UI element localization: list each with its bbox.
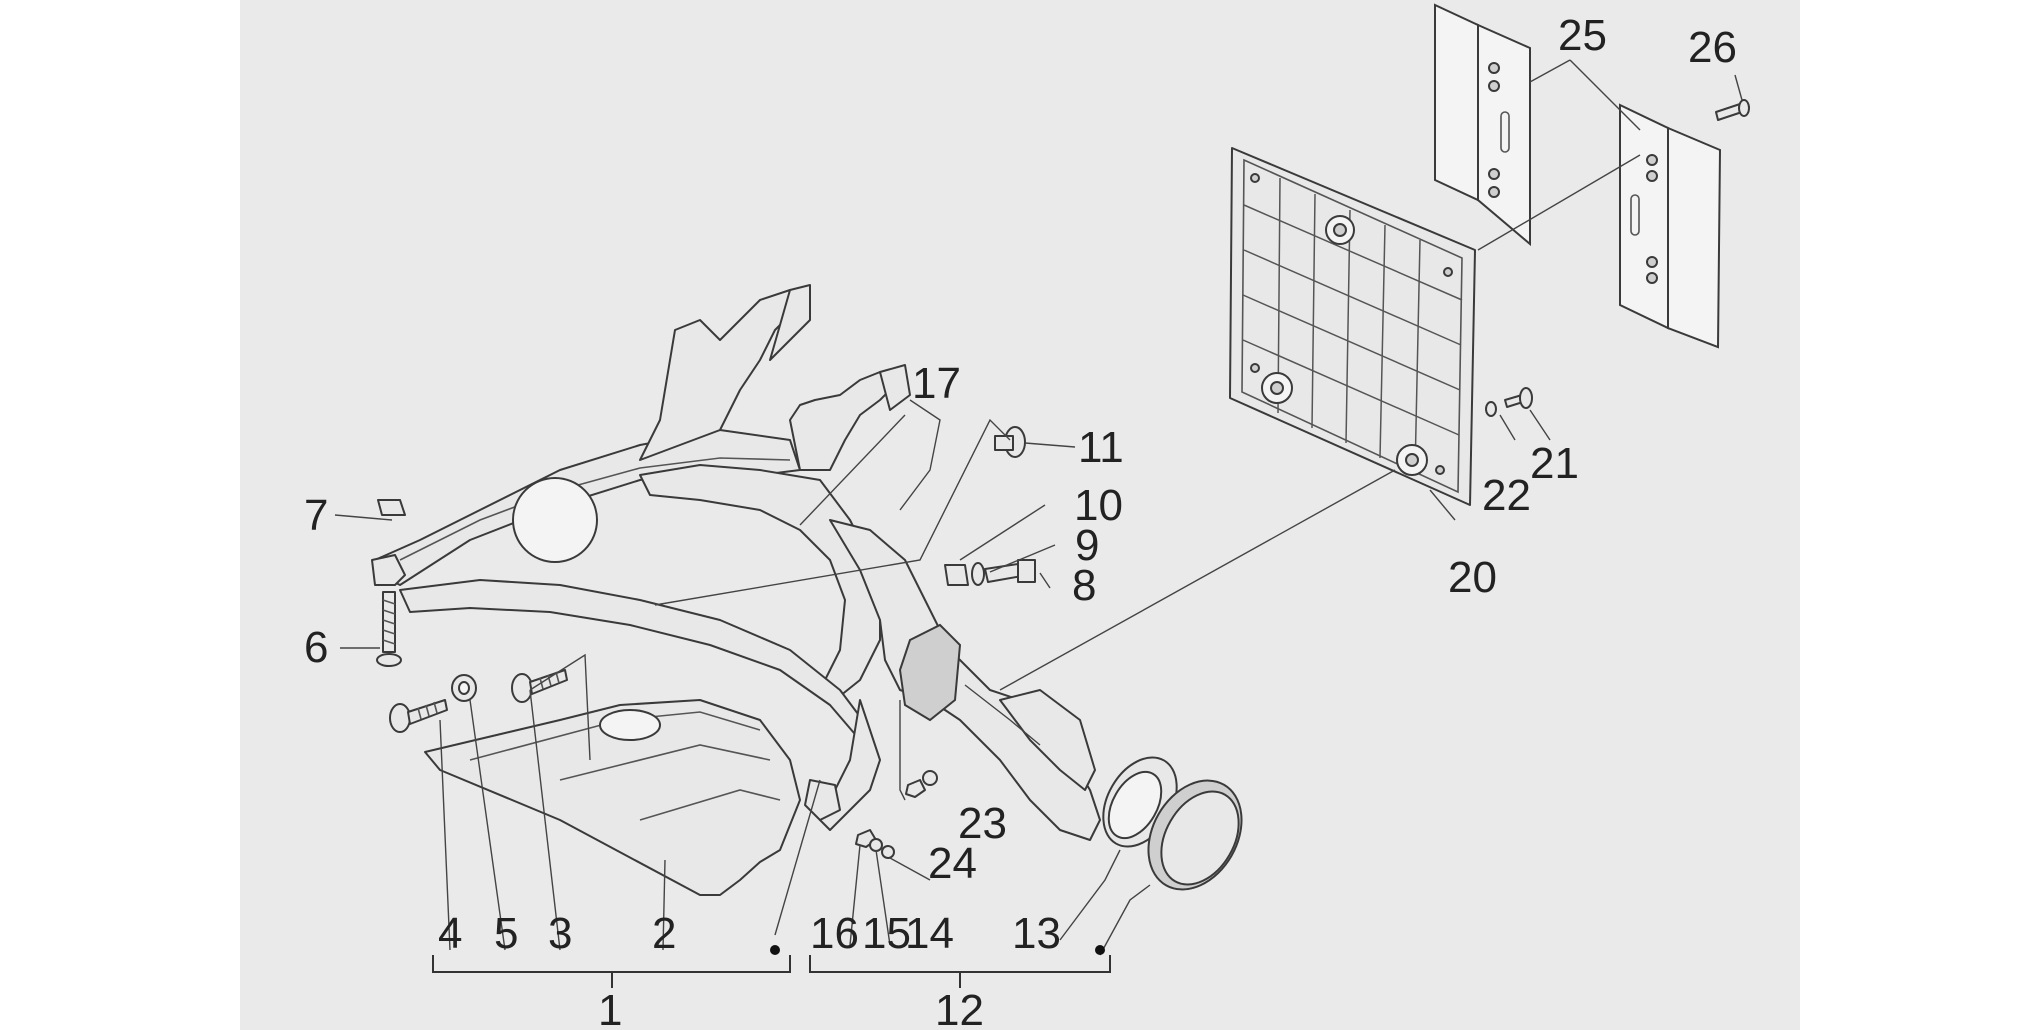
plate-bracket-25-right-part: [1619, 103, 1722, 349]
callout-label-26: 26: [1688, 23, 1737, 72]
callout-label-21: 21: [1530, 439, 1579, 488]
callout-label-6: 6: [304, 623, 328, 672]
washer-22-part: [1485, 401, 1497, 417]
callout-label-17: 17: [912, 359, 961, 408]
screw-26-part: [1715, 99, 1750, 121]
assembly-marker-dot: [1095, 945, 1105, 955]
callout-label-25: 25: [1558, 11, 1607, 60]
assembly-bracket-12: [809, 955, 1111, 988]
callout-label-7: 7: [304, 491, 328, 540]
reflector-lens-part: [1147, 779, 1243, 891]
callout-label-1: 1: [598, 986, 622, 1030]
screw-3-part: [511, 669, 568, 703]
callout-label-14: 14: [905, 909, 954, 958]
callout-label-9: 9: [1075, 521, 1099, 570]
callout-label-23: 23: [958, 799, 1007, 848]
callout-label-11: 11: [1078, 423, 1124, 472]
callout-label-10: 10: [1074, 481, 1123, 530]
callout-label-2: 2: [652, 909, 676, 958]
callout-label-5: 5: [494, 909, 518, 958]
washer-5-part: [451, 674, 477, 702]
screw-6-part: [376, 591, 402, 667]
callout-label-20: 20: [1448, 553, 1497, 602]
washer-15-part: [869, 838, 883, 852]
callout-label-22: 22: [1482, 471, 1531, 520]
callout-label-8: 8: [1072, 561, 1096, 610]
screw-4-part: [389, 699, 448, 733]
callout-label-4: 4: [438, 909, 462, 958]
washer-23-part: [922, 770, 938, 786]
callout-label-12: 12: [935, 986, 984, 1030]
license-plate-holder-20-part: [1229, 147, 1476, 506]
nut-24-part: [905, 779, 926, 798]
washer-9-part: [971, 562, 985, 586]
clip-7-part: [371, 499, 406, 586]
screw-21-part: [1504, 387, 1533, 409]
leader-lines: [334, 59, 1743, 956]
callout-label-15: 15: [862, 909, 911, 958]
callout-label-13: 13: [1012, 909, 1061, 958]
spacer-10-part: [944, 564, 969, 586]
callout-label-3: 3: [548, 909, 572, 958]
plate-bracket-25-left-part: [1434, 3, 1531, 247]
washer-14-part: [881, 845, 895, 859]
callout-label-16: 16: [810, 909, 859, 958]
rear-frame-part: [374, 284, 1101, 841]
bolt-8-part: [984, 559, 1036, 583]
assembly-bracket-1: [432, 955, 791, 988]
splash-guard-2-part: [424, 699, 801, 896]
pin-11-part: [994, 426, 1026, 458]
callout-label-24: 24: [928, 839, 977, 888]
assembly-marker-dot: [770, 945, 780, 955]
